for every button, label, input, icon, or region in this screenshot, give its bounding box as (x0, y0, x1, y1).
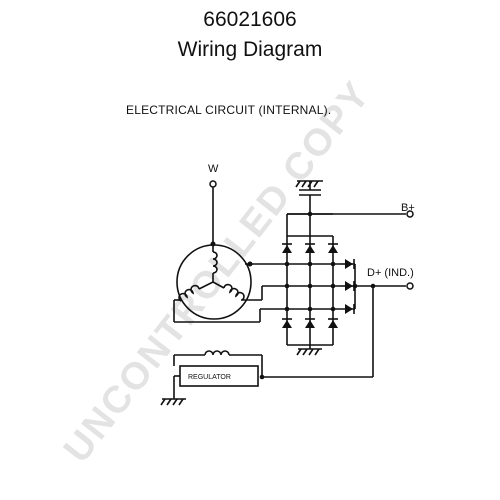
ground-symbol-bridge (296, 345, 322, 356)
junction-dot (210, 241, 216, 247)
terminal-d-plus (406, 282, 414, 290)
terminal-w (209, 180, 217, 188)
exciter-diodes (333, 259, 356, 314)
rectifier-bridge (282, 211, 340, 346)
ground-symbol-regulator (160, 398, 186, 406)
terminal-label-d-plus: D+ (IND.) (367, 267, 414, 279)
junction-dot (259, 374, 265, 380)
capacitor-symbol (295, 180, 323, 214)
terminal-b-plus (406, 210, 414, 218)
terminal-label-w: W (208, 163, 219, 175)
regulator-label: REGULATOR (188, 374, 231, 381)
diagram-title: Wiring Diagram (177, 38, 323, 61)
junction-dot (352, 283, 358, 289)
field-coil (173, 350, 263, 377)
circuit-subtitle: ELECTRICAL CIRCUIT (INTERNAL). (126, 103, 332, 117)
watermark-text: UNCONTROLLED COPY (56, 74, 379, 471)
part-number: 66021606 (203, 8, 297, 31)
stator-windings (178, 246, 245, 302)
